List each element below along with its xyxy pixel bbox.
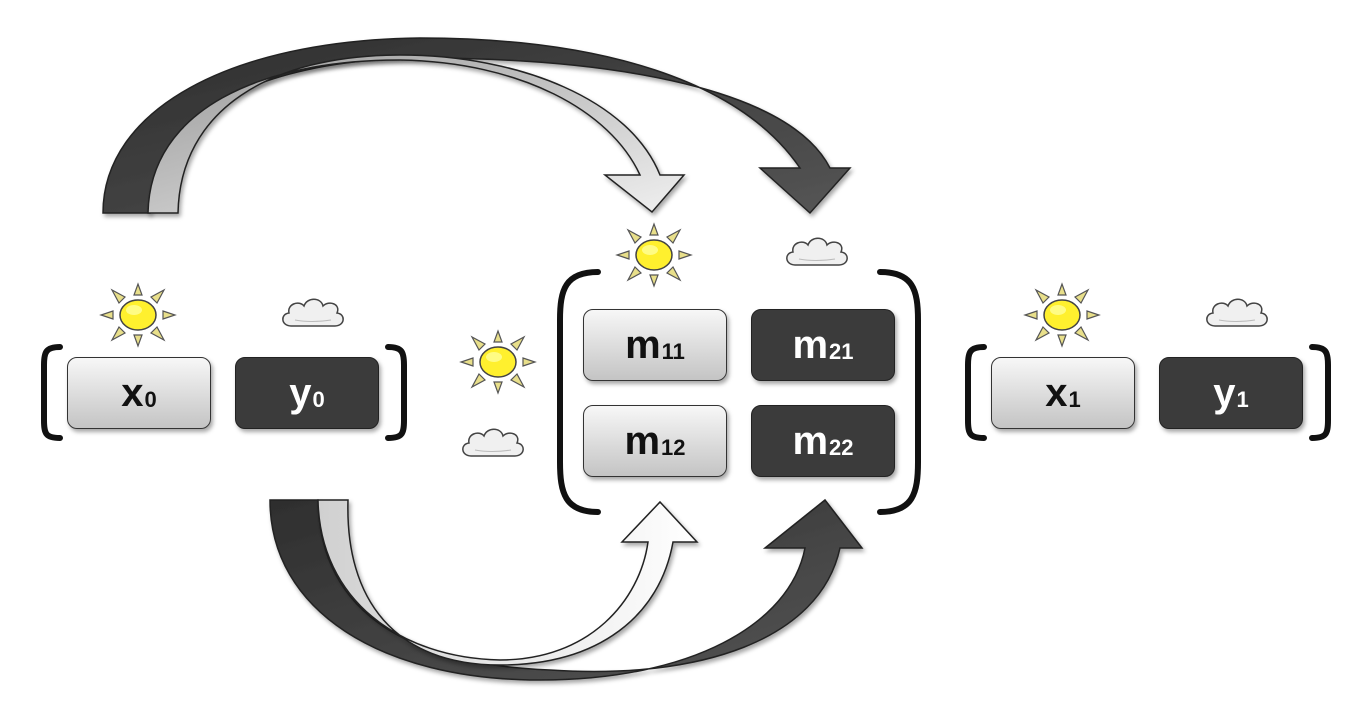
- output-y-label: y: [1213, 371, 1236, 415]
- top-light-arrow: [147, 54, 686, 214]
- input-x-subscript: 0: [144, 387, 157, 412]
- m12-label: m: [624, 419, 661, 463]
- m22-subscript: 22: [829, 435, 854, 460]
- bottom-light-arrow: [317, 499, 699, 666]
- output-x-label: x: [1045, 371, 1068, 415]
- output-y-subscript: 1: [1236, 387, 1249, 412]
- matrix-brackets: [557, 269, 921, 515]
- m21-subscript: 21: [829, 339, 854, 364]
- sun-icon: [460, 330, 536, 394]
- m11-subscript: 11: [661, 339, 685, 364]
- m21-label: m: [792, 323, 829, 367]
- m12-subscript: 12: [661, 435, 686, 460]
- input-x-label: x: [121, 371, 144, 415]
- output-x-subscript: 1: [1068, 387, 1081, 412]
- cloud-icon: [786, 237, 848, 266]
- cloud-icon: [282, 298, 344, 327]
- m11-label: m: [625, 323, 661, 367]
- input-y-subscript: 0: [312, 387, 325, 412]
- sun-icon: [100, 283, 176, 347]
- output-vector-brackets: [965, 344, 1331, 441]
- input-y-label: y: [289, 371, 312, 415]
- sun-icon: [1024, 283, 1100, 347]
- sun-icon: [616, 223, 692, 287]
- cloud-icon: [462, 428, 524, 457]
- cloud-icon: [1206, 298, 1268, 327]
- input-vector-brackets: [41, 344, 407, 441]
- top-dark-arrow: [102, 37, 852, 215]
- m22-label: m: [792, 419, 829, 463]
